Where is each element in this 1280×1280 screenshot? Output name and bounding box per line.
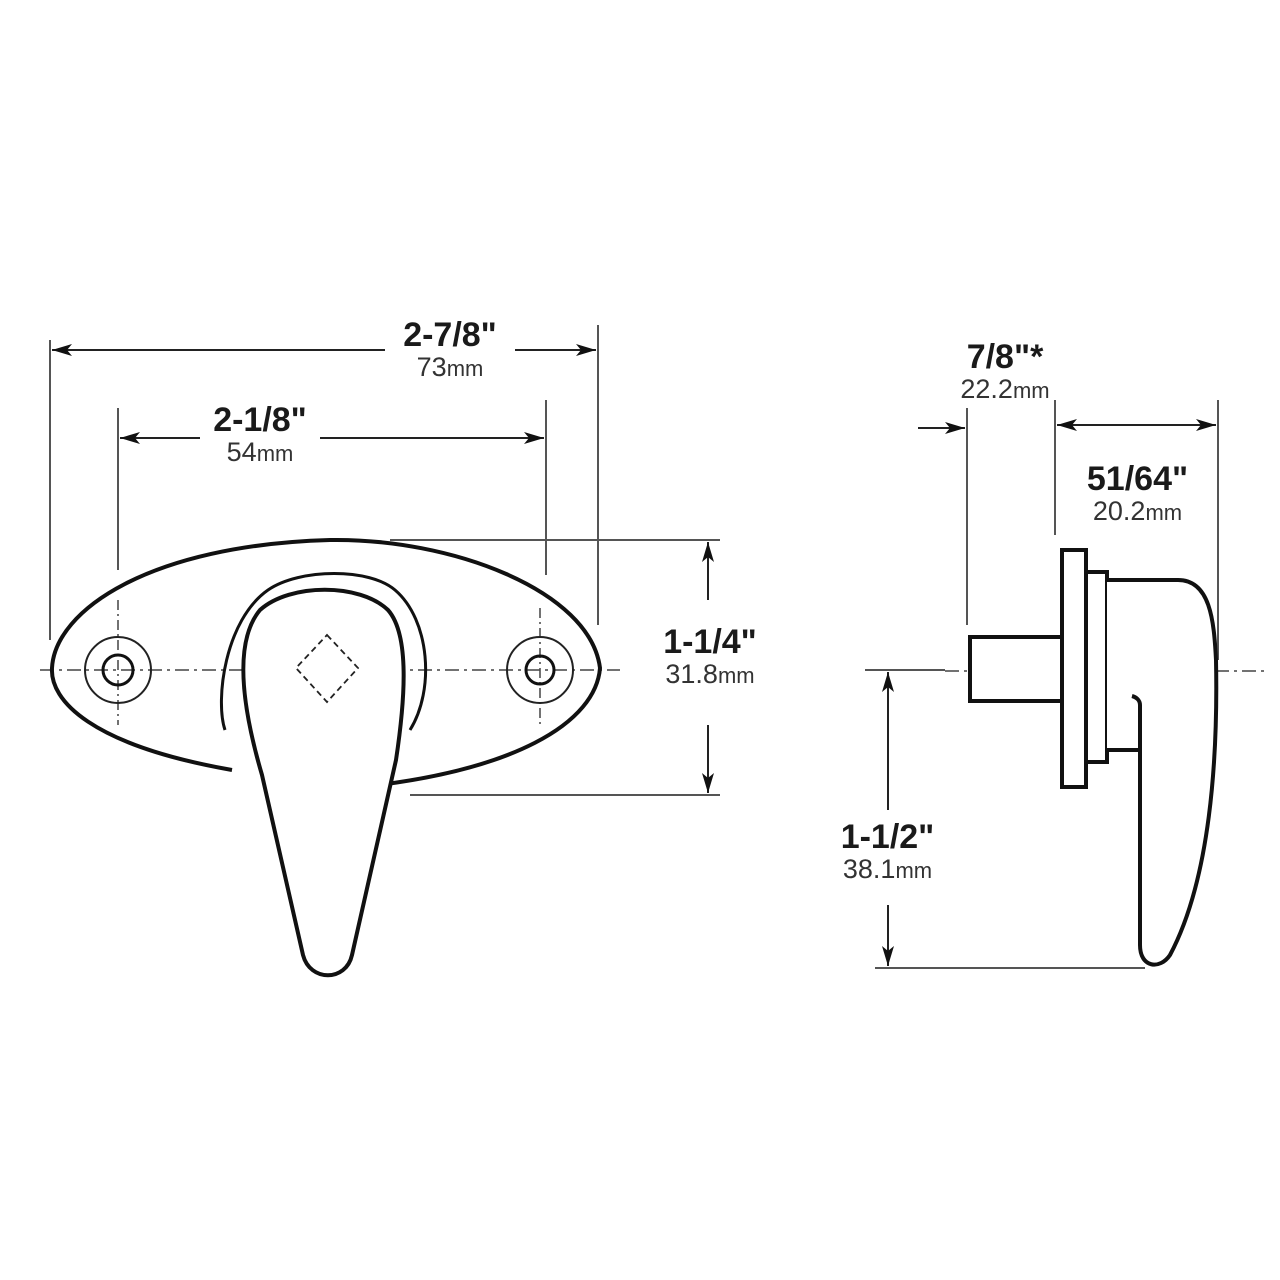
overall-width-label: 2-7/8" 73mm	[403, 316, 497, 382]
plate-height-label: 1-1/4" 31.8mm	[663, 623, 757, 689]
spindle-length-label: 7/8"* 22.2mm	[960, 338, 1050, 404]
side-view	[865, 400, 1265, 969]
hole-spacing-label: 2-1/8" 54mm	[213, 401, 307, 467]
handle-drop-label: 1-1/2" 38.1mm	[840, 818, 935, 884]
handle-depth-label: 51/64" 20.2mm	[1086, 460, 1189, 526]
front-view	[40, 325, 720, 978]
